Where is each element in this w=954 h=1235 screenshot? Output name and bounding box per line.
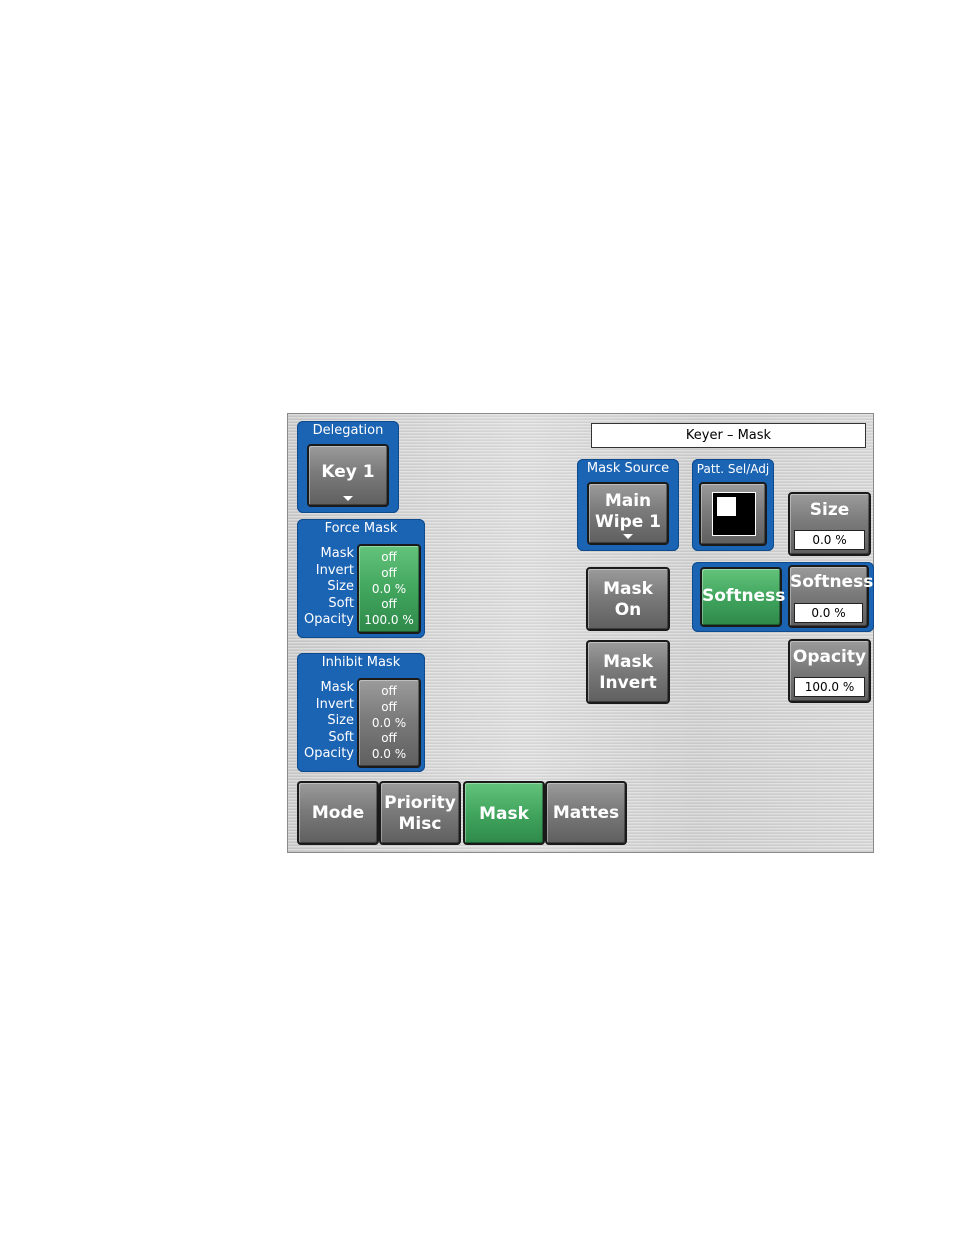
inhibit-mask-label: Invert: [315, 696, 354, 712]
inhibit-mask-label: Mask: [320, 680, 354, 695]
softness-group: Softness Softness 0.0 %: [692, 562, 874, 632]
opacity-label: Opacity: [792, 647, 867, 667]
inhibit-mask-label: Size: [327, 713, 354, 728]
tab-priority-line1: Priority: [384, 793, 456, 813]
size-value: 0.0 %: [794, 530, 865, 550]
force-mask-group: Force Mask Mask Invert Size Soft Opacity…: [297, 519, 425, 638]
force-mask-labels: Mask Invert Size Soft Opacity: [297, 546, 354, 629]
inhibit-mask-value: off: [381, 699, 397, 714]
softness-button[interactable]: Softness 0.0 %: [788, 565, 874, 628]
patt-sel-adj-title: Patt. Sel/Adj: [696, 462, 770, 476]
force-mask-title: Force Mask: [324, 521, 398, 536]
force-mask-button[interactable]: off off 0.0 % off 100.0 %: [357, 544, 421, 634]
inhibit-mask-value: 0.0 %: [371, 715, 407, 730]
mask-on-button[interactable]: Mask On: [586, 567, 670, 631]
tab-priority-line2: Misc: [398, 814, 442, 834]
mask-invert-line2: Invert: [599, 673, 657, 693]
delegation-button-label: Key 1: [321, 462, 375, 482]
delegation-group: Delegation Key 1: [297, 421, 399, 513]
inhibit-mask-label: Soft: [328, 729, 354, 745]
menu-title: Keyer – Mask: [591, 423, 866, 448]
force-mask-label: Size: [327, 579, 354, 594]
mask-source-line2: Wipe 1: [594, 512, 662, 532]
softness-toggle-label: Softness: [702, 586, 786, 606]
wipe-pattern-icon: [712, 492, 756, 536]
softness-value: 0.0 %: [794, 603, 863, 623]
size-button[interactable]: Size 0.0 %: [788, 492, 871, 556]
mask-source-button[interactable]: Main Wipe 1: [587, 482, 669, 545]
mask-source-group: Mask Source Main Wipe 1: [577, 459, 679, 551]
inhibit-mask-value: off: [381, 684, 397, 698]
mask-invert-button[interactable]: Mask Invert: [586, 640, 670, 704]
force-mask-value: 0.0 %: [371, 581, 407, 596]
mask-on-line2: On: [614, 600, 642, 620]
dropdown-arrow-icon: [343, 496, 353, 501]
mask-source-title: Mask Source: [586, 461, 670, 476]
force-mask-value: off: [381, 565, 397, 580]
inhibit-mask-value: off: [381, 731, 397, 746]
patt-sel-adj-button[interactable]: [699, 482, 767, 546]
force-mask-label: Mask: [320, 546, 354, 561]
keyer-mask-panel: Keyer – Mask Delegation Key 1 Force Mask…: [287, 413, 874, 853]
patt-sel-adj-group: Patt. Sel/Adj: [692, 459, 774, 551]
opacity-button[interactable]: Opacity 100.0 %: [788, 639, 871, 703]
mask-invert-line1: Mask: [603, 652, 653, 672]
tab-mode-label: Mode: [311, 803, 365, 823]
softness-label: Softness: [790, 572, 874, 592]
inhibit-mask-label: Opacity: [303, 746, 354, 761]
tab-mask-label: Mask: [479, 804, 529, 824]
delegation-title: Delegation: [312, 423, 384, 438]
opacity-value: 100.0 %: [794, 677, 865, 697]
inhibit-mask-labels: Mask Invert Size Soft Opacity: [297, 680, 354, 763]
dropdown-arrow-icon: [623, 534, 633, 539]
tab-mattes-label: Mattes: [552, 803, 620, 823]
softness-toggle-button[interactable]: Softness: [700, 567, 786, 627]
delegation-key1-button[interactable]: Key 1: [307, 444, 389, 507]
tab-priority-misc[interactable]: Priority Misc: [379, 781, 461, 845]
inhibit-mask-group: Inhibit Mask Mask Invert Size Soft Opaci…: [297, 653, 425, 772]
force-mask-label: Invert: [315, 562, 354, 578]
force-mask-label: Soft: [328, 595, 354, 611]
size-label: Size: [809, 500, 850, 520]
inhibit-mask-button[interactable]: off off 0.0 % off 0.0 %: [357, 678, 421, 768]
inhibit-mask-title: Inhibit Mask: [321, 655, 401, 670]
force-mask-value: off: [381, 550, 397, 564]
tab-mask[interactable]: Mask: [463, 781, 545, 845]
force-mask-label: Opacity: [303, 612, 354, 627]
force-mask-value: off: [381, 597, 397, 612]
mask-source-line1: Main: [604, 491, 652, 511]
inhibit-mask-value: 0.0 %: [371, 747, 407, 762]
tab-mode[interactable]: Mode: [297, 781, 379, 845]
tab-mattes[interactable]: Mattes: [545, 781, 627, 845]
force-mask-value: 100.0 %: [364, 613, 414, 628]
mask-on-line1: Mask: [603, 579, 653, 599]
